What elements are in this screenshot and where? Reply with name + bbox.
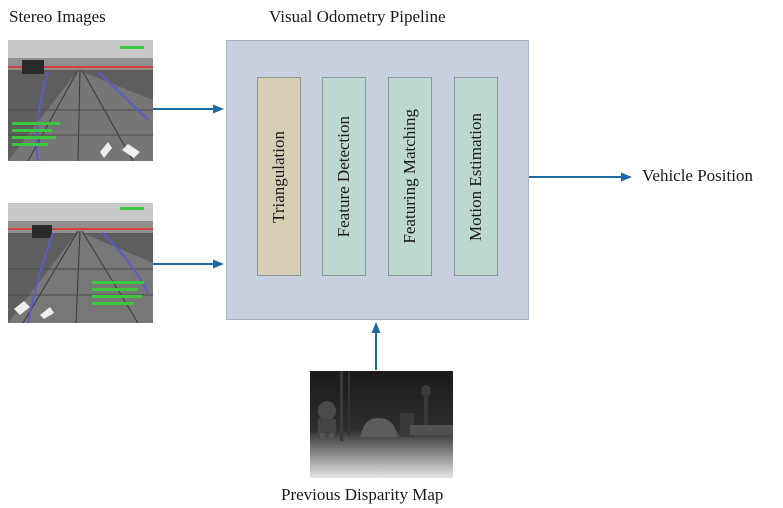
arrow-output-head [621, 172, 632, 182]
arrow-bottom-image-head [213, 259, 224, 269]
pipeline-box: Triangulation Feature Detection Featurin… [226, 40, 529, 320]
stage-feature-detection: Feature Detection [322, 77, 366, 276]
pipeline-title: Visual Odometry Pipeline [269, 7, 446, 26]
stereo-image-top [8, 40, 153, 161]
stage-featuring-matching: Featuring Matching [388, 77, 432, 276]
arrow-top-image-head [213, 104, 224, 114]
arrow-disparity-head [371, 322, 381, 333]
stereo-images-title: Stereo Images [9, 7, 106, 26]
disparity-map-image [310, 371, 453, 478]
disparity-map-title: Previous Disparity Map [281, 485, 444, 504]
stage-motion-estimation: Motion Estimation [454, 77, 498, 276]
stereo-image-bottom [8, 203, 153, 323]
stage-triangulation: Triangulation [257, 77, 301, 276]
vehicle-position-label: Vehicle Position [642, 166, 753, 185]
